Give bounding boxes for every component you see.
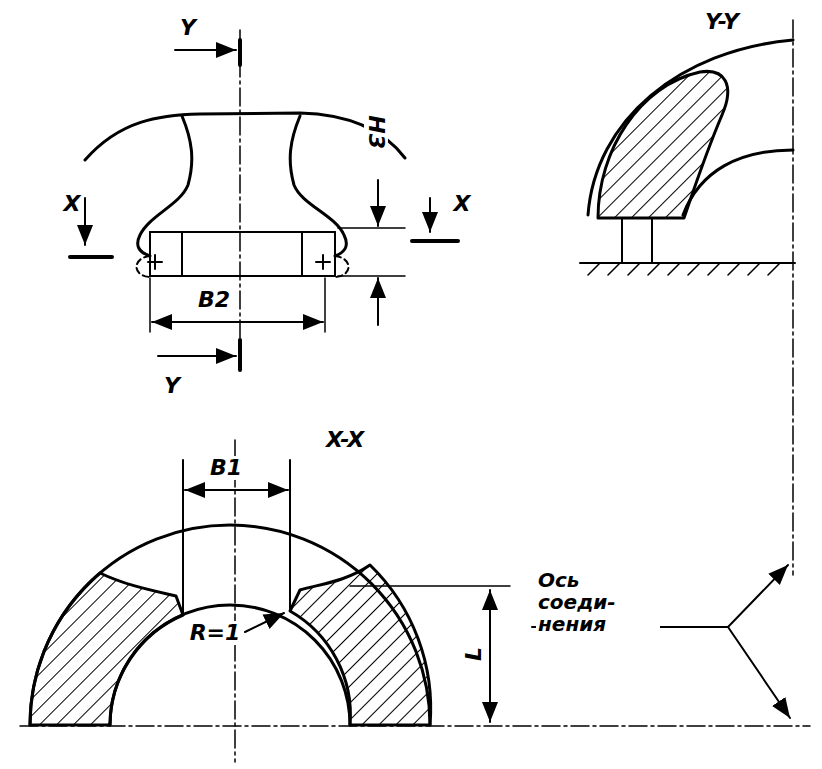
section-letter: X: [62, 192, 83, 216]
axis-note: Ось соеди- нения: [536, 569, 660, 635]
dimension-label: B1: [208, 456, 244, 480]
dimension-label: H3: [364, 113, 388, 151]
plan-section: [20, 440, 810, 762]
radius-label: R=1: [188, 621, 243, 645]
dimension-label: L: [462, 645, 486, 663]
view-title: Y-Y: [703, 10, 741, 34]
dimension-label: B2: [196, 288, 232, 312]
front-view: [70, 30, 458, 370]
section-letter: X: [452, 192, 473, 216]
section-letter: Y: [162, 374, 182, 398]
side-section: [580, 20, 795, 575]
section-letter: Y: [178, 16, 198, 40]
view-title: X-X: [324, 428, 366, 452]
